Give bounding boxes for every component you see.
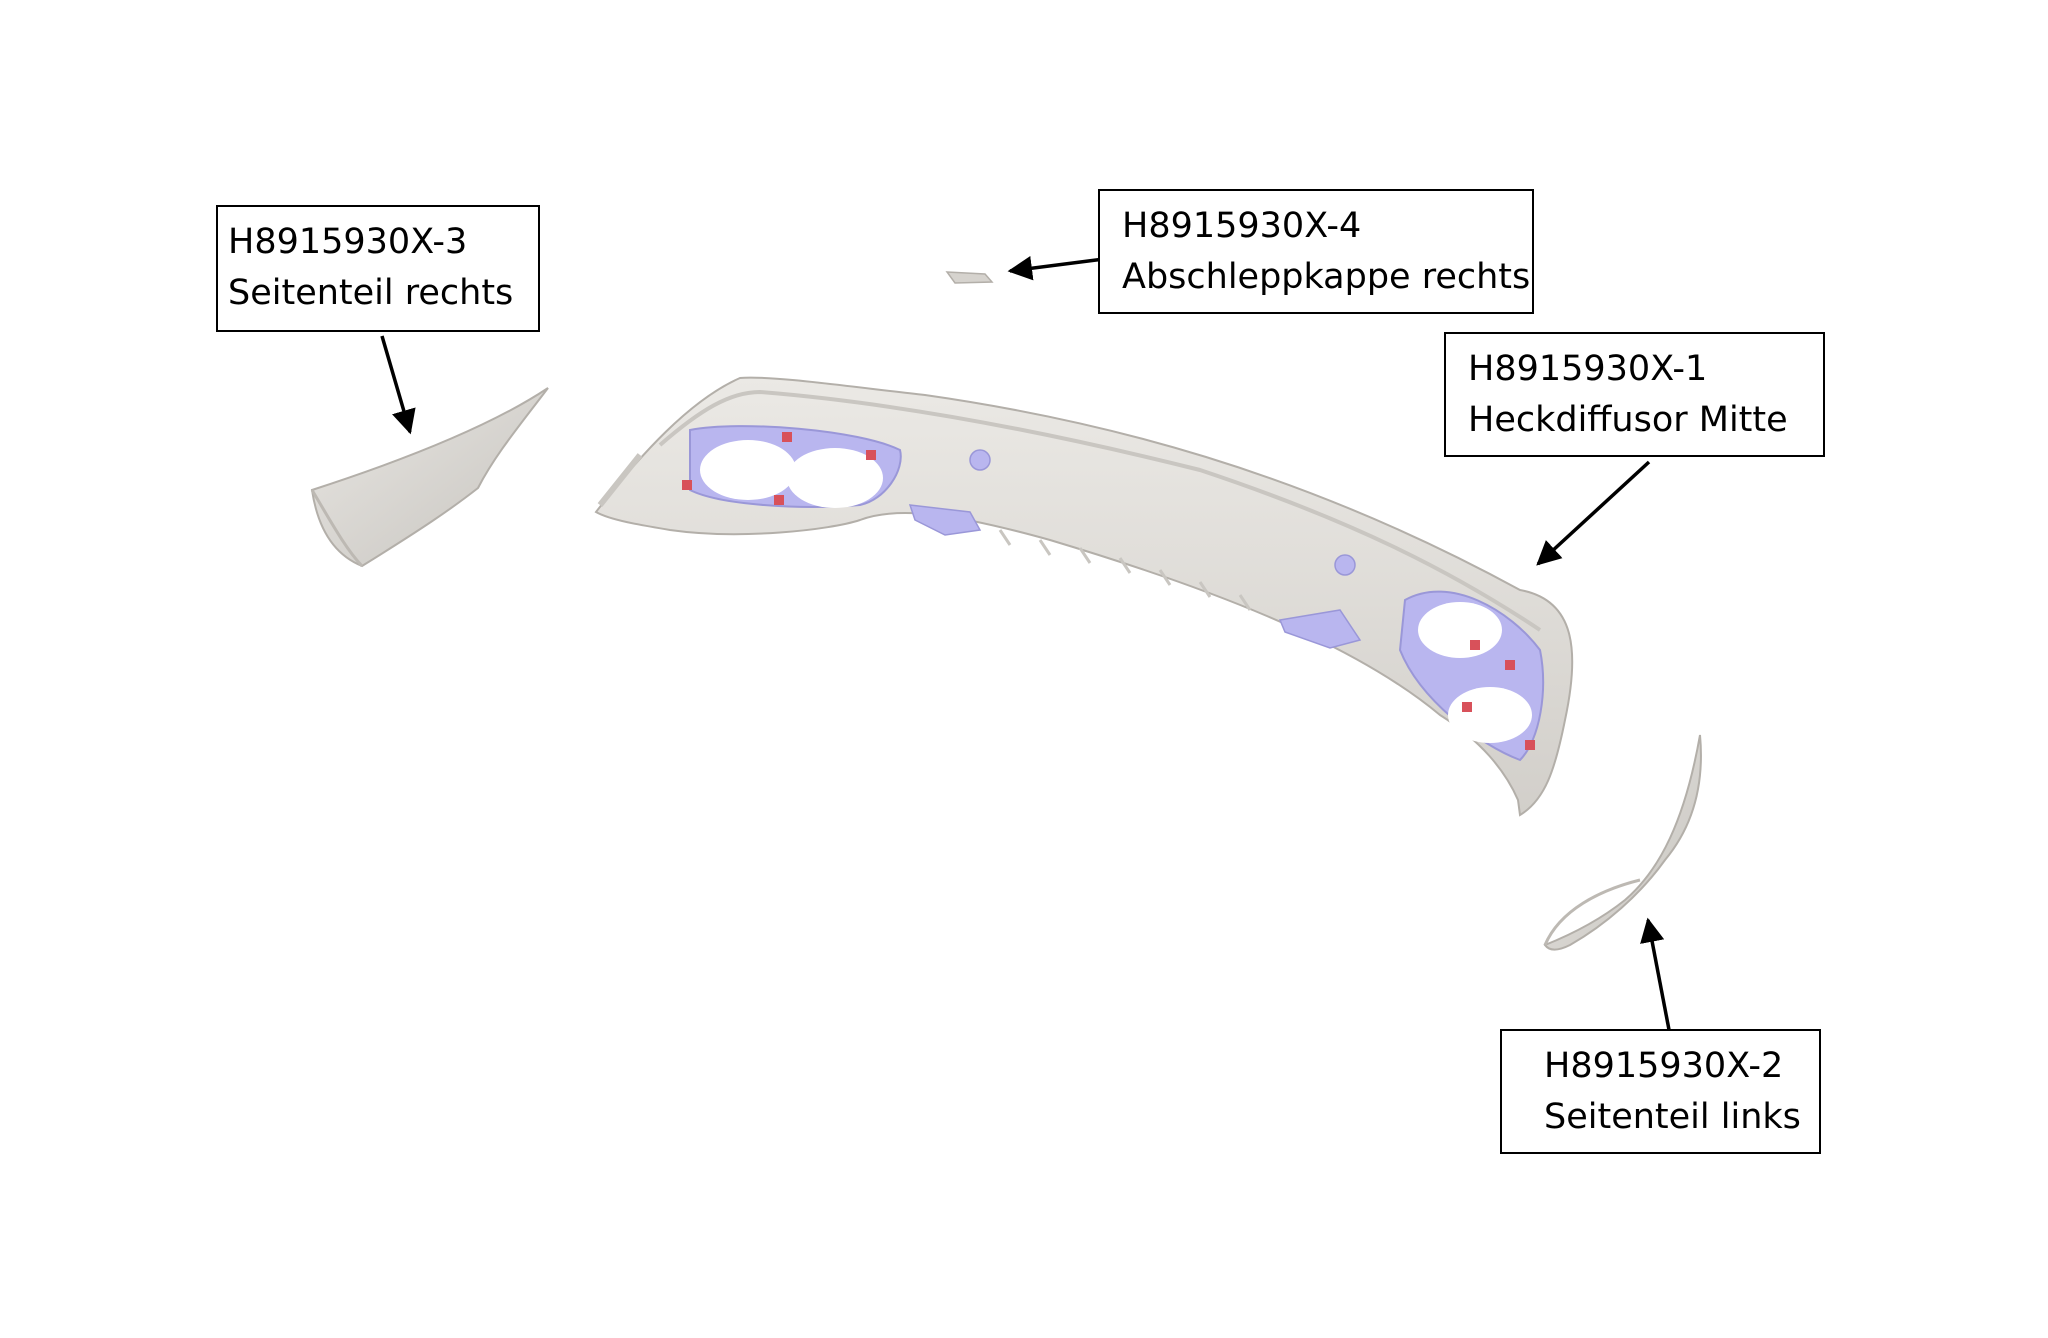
part-2-name: Seitenteil links [1544,1097,1801,1137]
left-exhaust-cutout [682,425,902,508]
part-1-number: H8915930X-1 [1468,349,1708,389]
part-2-number: H8915930X-2 [1544,1046,1784,1086]
part-4-number: H8915930X-4 [1122,206,1362,246]
side-panel-right-part [310,387,549,568]
arrow-part-4 [1007,256,1105,281]
label-part-1: H8915930X-1 Heckdiffusor Mitte [1444,332,1825,457]
arrow-part-2 [1640,917,1672,1036]
part-1-name: Heckdiffusor Mitte [1468,400,1788,440]
part-3-number: H8915930X-3 [228,222,468,262]
right-exhaust-cutout [1398,590,1545,762]
rear-diffuser-center-part [594,376,1574,817]
tow-hook-cap-part [945,271,994,284]
label-part-4: H8915930X-4 Abschleppkappe rechts [1098,189,1534,314]
side-panel-left-part [1543,734,1702,951]
arrow-part-1 [1536,460,1651,566]
part-4-name: Abschleppkappe rechts [1122,257,1531,297]
label-part-3: H8915930X-3 Seitenteil rechts [216,205,540,332]
part-3-name: Seitenteil rechts [228,273,514,313]
label-part-2: H8915930X-2 Seitenteil links [1500,1029,1821,1154]
arrow-part-3 [380,335,416,435]
